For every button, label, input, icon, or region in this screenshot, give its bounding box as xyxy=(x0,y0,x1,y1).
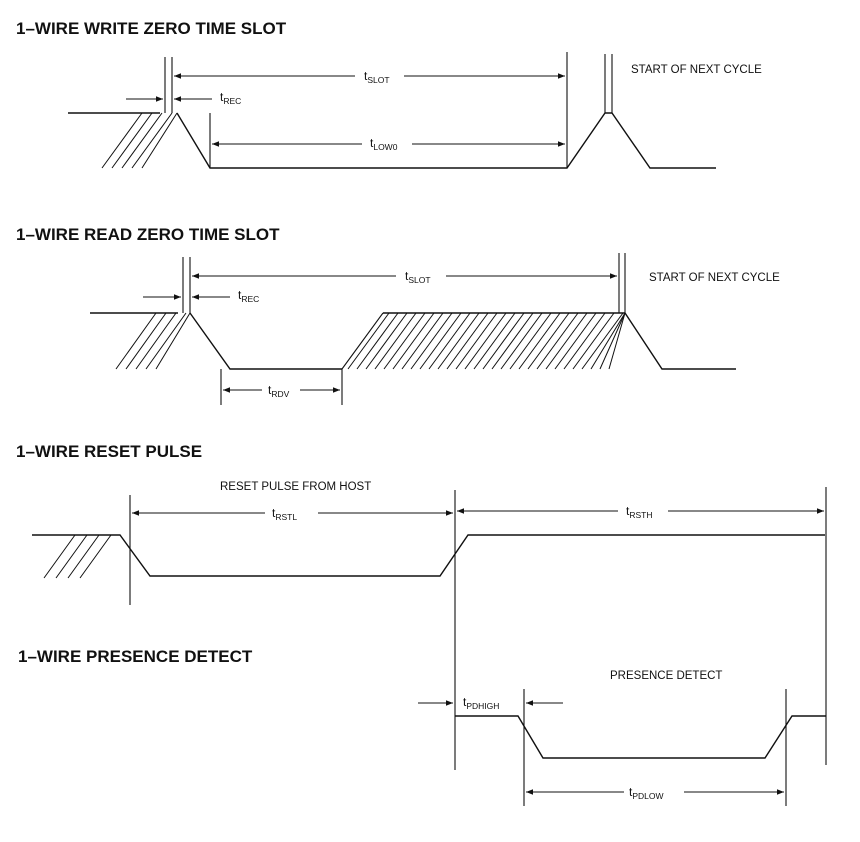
reset-t-rstl-label: tRSTL xyxy=(272,506,297,522)
presence-detect-label: PRESENCE DETECT xyxy=(610,670,722,682)
presence-t-pdlow-label: tPDLOW xyxy=(629,785,664,801)
reset-pulse-from-host: RESET PULSE FROM HOST xyxy=(220,481,371,493)
write-start-next-cycle: START OF NEXT CYCLE xyxy=(631,64,762,76)
reset-section: 1–WIRE RESET PULSE tRSTL tRSTH RESET PUL… xyxy=(16,442,827,770)
presence-section: 1–WIRE PRESENCE DETECT tPDHIGH tPDLOW PR… xyxy=(18,647,826,806)
presence-t-pdhigh-label: tPDHIGH xyxy=(463,695,499,711)
write-t-slot-label: tSLOT xyxy=(364,69,390,85)
reset-t-rsth-label: tRSTH xyxy=(626,504,652,520)
write-zero-title: 1–WIRE WRITE ZERO TIME SLOT xyxy=(16,19,287,38)
read-zero-title: 1–WIRE READ ZERO TIME SLOT xyxy=(16,225,280,244)
read-t-rdv-label: tRDV xyxy=(268,383,290,399)
write-zero-section: 1–WIRE WRITE ZERO TIME SLOT tSLOT tREC t… xyxy=(16,19,762,169)
write-zero-waveform xyxy=(68,52,716,169)
reset-waveform xyxy=(32,487,827,770)
presence-waveform xyxy=(455,689,826,806)
presence-title: 1–WIRE PRESENCE DETECT xyxy=(18,647,253,666)
read-start-next-cycle: START OF NEXT CYCLE xyxy=(649,272,780,284)
write-t-low0-label: tLOW0 xyxy=(370,136,398,152)
read-t-slot-label: tSLOT xyxy=(405,269,431,285)
read-zero-section: 1–WIRE READ ZERO TIME SLOT tSLOT tREC tR… xyxy=(16,225,780,405)
write-t-rec-label: tREC xyxy=(220,90,241,106)
reset-title: 1–WIRE RESET PULSE xyxy=(16,442,202,461)
read-t-rec-label: tREC xyxy=(238,288,259,304)
read-zero-waveform xyxy=(90,253,736,405)
